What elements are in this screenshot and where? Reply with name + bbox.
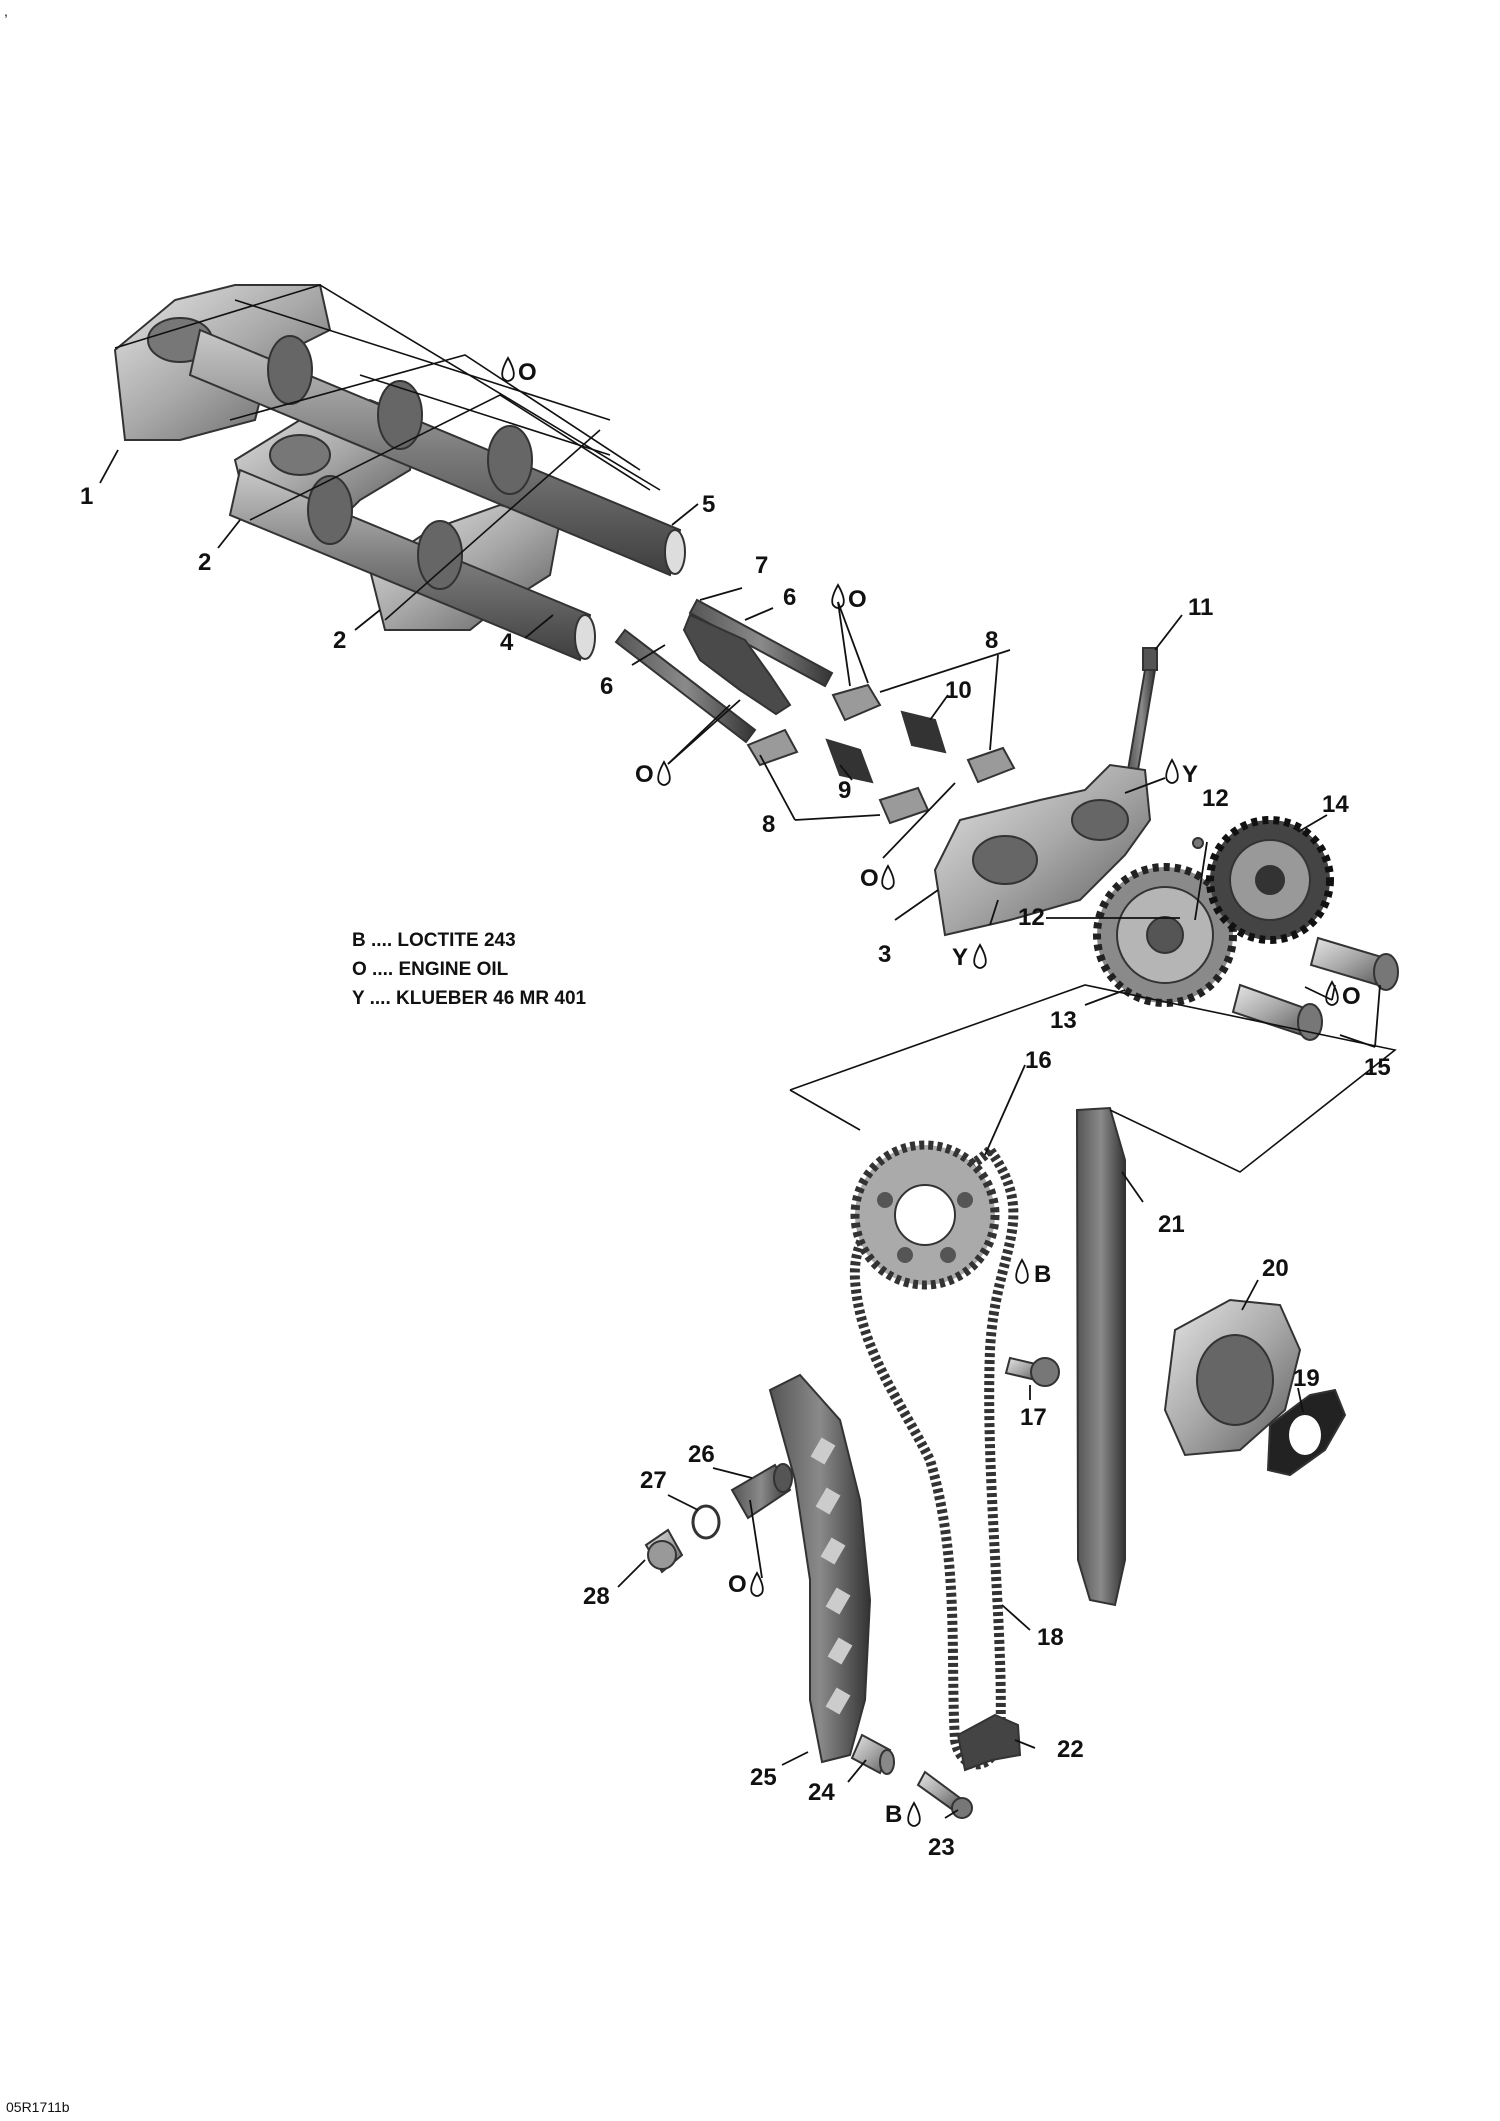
callout-12-lower: 12 — [1018, 904, 1045, 931]
camshaft-group-bracket — [114, 284, 661, 621]
rocker-shaft-6-upper — [688, 598, 834, 688]
svg-text:O: O — [860, 865, 879, 892]
callout-13: 13 — [1050, 1007, 1077, 1034]
dowel-pin-12-upper — [1192, 837, 1204, 849]
o-ring-27 — [691, 1504, 721, 1540]
callout-24: 24 — [808, 1779, 835, 1806]
svg-text:Y: Y — [1182, 761, 1198, 788]
oil-drop-mark-top: O — [501, 356, 537, 386]
lube-marks: O O O Y O Y O B O — [501, 356, 1361, 1828]
rocker-arm-7 — [682, 613, 792, 716]
bolt-11 — [1126, 647, 1158, 771]
rocker-8-c — [966, 746, 1016, 784]
callout-21: 21 — [1158, 1211, 1185, 1238]
callout-25: 25 — [750, 1764, 777, 1791]
callout-4: 4 — [500, 629, 514, 656]
callout-3: 3 — [878, 941, 891, 968]
corner-mark: , — [4, 3, 8, 19]
timing-sprocket-16 — [850, 1140, 1000, 1290]
svg-text:O: O — [518, 359, 537, 386]
callout-26: 26 — [688, 1441, 715, 1468]
gear-bolt-15-upper — [1309, 936, 1399, 991]
callout-14: 14 — [1322, 791, 1349, 818]
bolt-23 — [916, 1770, 973, 1819]
loctite-mark-17: B — [1015, 1258, 1051, 1288]
svg-text:O: O — [728, 1571, 747, 1598]
camshaft-gear-13 — [1093, 863, 1237, 1007]
gear-bolt-15-lower — [1231, 983, 1323, 1041]
callout-7: 7 — [755, 552, 768, 579]
rocker-10 — [900, 710, 947, 754]
callout-22: 22 — [1057, 1736, 1084, 1763]
callout-9: 9 — [838, 777, 851, 804]
rocker-9 — [825, 738, 874, 784]
svg-text:B: B — [1034, 1261, 1051, 1288]
gasket-19 — [1266, 1388, 1347, 1477]
chain-guide-21 — [1075, 1106, 1126, 1607]
callout-17: 17 — [1020, 1404, 1047, 1431]
callout-2-lower: 2 — [333, 627, 346, 654]
callout-8-upper: 8 — [985, 627, 998, 654]
camshaft-gear-14 — [1206, 816, 1334, 944]
legend: B .... LOCTITE 243 O .... ENGINE OIL Y .… — [352, 930, 587, 1009]
callout-5: 5 — [702, 491, 715, 518]
callout-labels: 1 2 2 3 4 5 6 6 7 8 8 9 10 11 12 12 13 1… — [80, 483, 1391, 1861]
svg-text:O: O — [848, 586, 867, 613]
callout-8-lower: 8 — [762, 811, 775, 838]
legend-item-o: O .... ENGINE OIL — [352, 959, 509, 980]
callout-2-upper: 2 — [198, 549, 211, 576]
svg-text:O: O — [1342, 983, 1361, 1010]
callout-6-upper: 6 — [783, 584, 796, 611]
leader-lines — [99, 449, 1381, 1819]
svg-text:B: B — [885, 1801, 902, 1828]
callout-10: 10 — [945, 677, 972, 704]
plug-28 — [644, 1528, 684, 1574]
oil-drop-mark-left: O — [635, 760, 671, 788]
oil-drop-mark-carrier: O — [860, 864, 895, 892]
tensioner-guide-25 — [768, 1373, 872, 1764]
bolt-17 — [1004, 1356, 1060, 1387]
callout-6-lower: 6 — [600, 673, 613, 700]
callout-16: 16 — [1025, 1047, 1052, 1074]
camshaft-carrier-3 — [933, 763, 1152, 937]
callout-12-upper: 12 — [1202, 785, 1229, 812]
callout-19: 19 — [1293, 1365, 1320, 1392]
camshaft-5 — [188, 328, 686, 577]
legend-item-y: Y .... KLUEBER 46 MR 401 — [352, 988, 587, 1009]
tensioner-housing-20 — [1163, 1298, 1302, 1457]
svg-text:Y: Y — [952, 944, 968, 971]
loctite-mark-23: B — [885, 1801, 921, 1828]
oil-drop-mark-bolts: O — [1325, 980, 1361, 1010]
chain-shoe-22 — [956, 1713, 1022, 1772]
callout-27: 27 — [640, 1467, 667, 1494]
klueber-mark-lower: Y — [952, 943, 987, 971]
callout-23: 23 — [928, 1834, 955, 1861]
oil-drop-mark-6: O — [831, 583, 867, 613]
rocker-8-a — [831, 683, 882, 722]
callout-20: 20 — [1262, 1255, 1289, 1282]
timing-group-bracket — [789, 984, 1397, 1173]
chain-tensioner-26 — [730, 1463, 793, 1520]
camshaft-4 — [228, 468, 596, 662]
callout-18: 18 — [1037, 1624, 1064, 1651]
oil-drop-mark-tensioner: O — [728, 1571, 764, 1598]
callout-11: 11 — [1188, 594, 1213, 621]
svg-text:O: O — [635, 761, 654, 788]
spacer-24 — [850, 1733, 895, 1775]
diagram-code: 05R1711b — [6, 2099, 70, 2115]
legend-item-b: B .... LOCTITE 243 — [352, 930, 516, 951]
callout-1: 1 — [80, 483, 93, 510]
rocker-8-b — [746, 728, 799, 767]
klueber-mark-upper: Y — [1165, 758, 1198, 788]
callout-28: 28 — [583, 1583, 610, 1610]
callout-15: 15 — [1364, 1054, 1391, 1081]
